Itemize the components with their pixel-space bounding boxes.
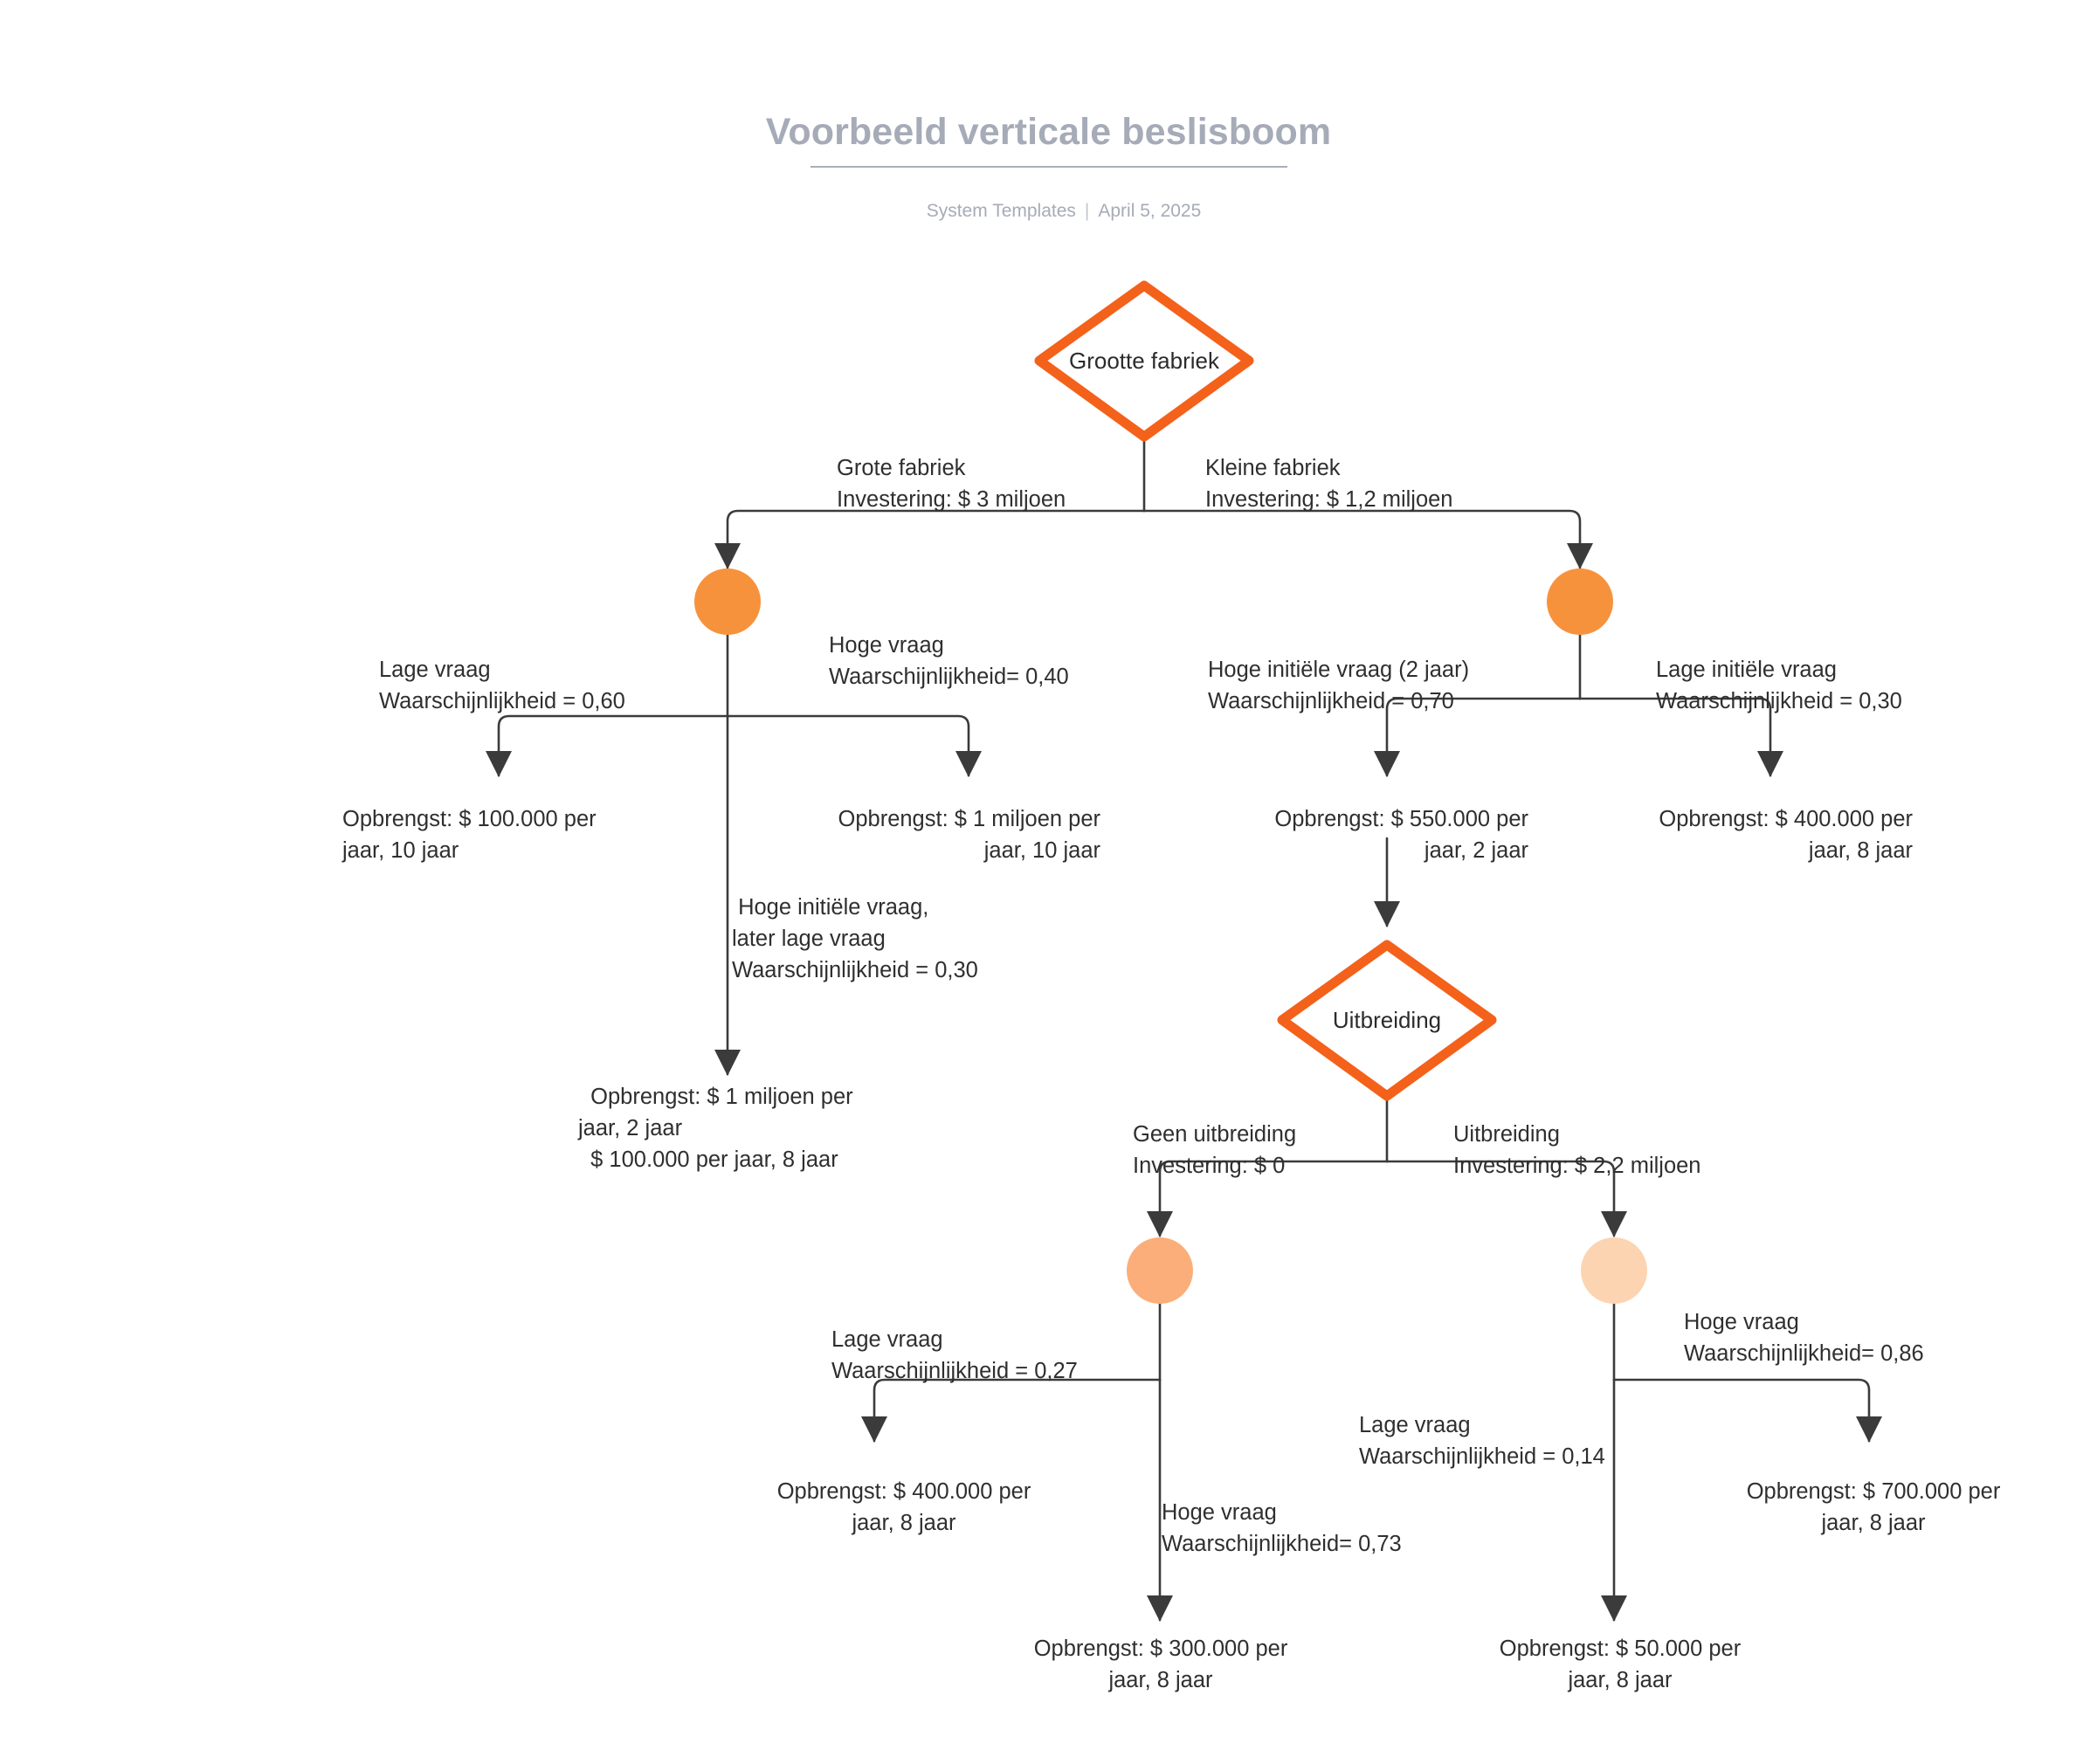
edge-label-small-factory: Kleine fabriek Investering: $ 1,2 miljoe…: [1205, 456, 1453, 512]
outcome-400k-8y-right: Opbrengst: $ 400.000 per jaar, 8 jaar: [1659, 807, 1913, 863]
arrowhead-high-demand-40: [955, 751, 982, 777]
edge-high-demand-86: [1612, 1378, 1871, 1443]
arrowhead-big-factory: [714, 543, 741, 569]
outcome-1m-10y: Opbrengst: $ 1 miljoen per jaar, 10 jaar: [838, 807, 1101, 863]
edge-high-initial-70: [1385, 697, 1582, 777]
edge-low-demand-27: [873, 1378, 1162, 1443]
chance-node-small-factory[interactable]: [1547, 568, 1613, 635]
edge-to-big-factory: [726, 509, 1146, 569]
edge-label-low-demand-27: Lage vraag Waarschijnlijkheid = 0,27: [831, 1327, 1078, 1383]
chance-node-no-expansion[interactable]: [1127, 1237, 1193, 1304]
edge-expansion: [1385, 1160, 1616, 1237]
chance-node-big-factory[interactable]: [694, 568, 761, 635]
outcome-300k-8y: Opbrengst: $ 300.000 per jaar, 8 jaar: [1033, 1637, 1288, 1692]
decision-node-grootte-fabriek-label: Grootte fabriek: [1069, 348, 1219, 374]
edge-low-initial-30: [1578, 697, 1772, 777]
outcome-550k-2y: Opbrengst: $ 550.000 per jaar, 2 jaar: [1274, 807, 1528, 863]
edge-label-high-demand-73: Hoge vraag Waarschijnlijkheid= 0,73: [1162, 1500, 1402, 1556]
edge-label-high-then-low-30: Hoge initiële vraag, later lage vraag Wa…: [732, 895, 978, 982]
arrowhead-low-initial-30: [1757, 751, 1783, 777]
arrowhead-high-then-low-30: [714, 1050, 741, 1076]
decision-node-uitbreiding-label: Uitbreiding: [1332, 1007, 1442, 1033]
edge-no-expansion: [1158, 1160, 1389, 1237]
decision-node-uitbreiding[interactable]: [1277, 940, 1497, 1101]
decision-node-grootte-fabriek[interactable]: [1034, 280, 1254, 442]
edge-label-low-demand-60: Lage vraag Waarschijnlijkheid = 0,60: [379, 658, 625, 713]
document-header: Voorbeeld verticale beslisboom System Te…: [0, 110, 2097, 243]
outcome-50k-8y: Opbrengst: $ 50.000 per jaar, 8 jaar: [1499, 1637, 1742, 1692]
chance-node-expansion[interactable]: [1581, 1237, 1647, 1304]
arrowhead-high-initial-70: [1374, 751, 1400, 777]
arrowhead-low-demand-60: [486, 751, 512, 777]
arrowhead-uitbreiding: [1374, 901, 1400, 927]
arrowhead-no-expansion: [1147, 1211, 1173, 1237]
edge-low-demand-60: [497, 714, 729, 777]
document-source: System Templates: [926, 200, 1076, 221]
edge-to-small-factory: [1142, 509, 1582, 569]
page-title: Voorbeeld verticale beslisboom: [765, 111, 1332, 153]
outcome-700k-8y: Opbrengst: $ 700.000 per jaar, 8 jaar: [1746, 1479, 2001, 1535]
edge-label-big-factory: Grote fabriek Investering: $ 3 miljoen: [837, 456, 1066, 512]
edge-label-expansion: Uitbreiding Investering: $ 2,2 miljoen: [1453, 1122, 1701, 1178]
edge-label-low-demand-14: Lage vraag Waarschijnlijkheid = 0,14: [1359, 1413, 1605, 1469]
arrowhead-high-demand-86: [1856, 1416, 1882, 1443]
edge-arrowheads: [486, 543, 1882, 1622]
edge-label-high-demand-86: Hoge vraag Waarschijnlijkheid= 0,86: [1684, 1310, 1924, 1366]
subtitle-separator: |: [1084, 200, 1090, 221]
outcome-100k-10y: Opbrengst: $ 100.000 per jaar, 10 jaar: [342, 807, 597, 863]
edge-label-high-demand-40: Hoge vraag Waarschijnlijkheid= 0,40: [829, 633, 1069, 689]
arrowhead-low-demand-27: [861, 1416, 887, 1443]
arrowhead-small-factory: [1567, 543, 1593, 569]
document-subtitle: System Templates | April 5, 2025: [0, 180, 2097, 243]
edge-label-high-initial-70: Hoge initiële vraag (2 jaar) Waarschijnl…: [1208, 658, 1470, 713]
arrowhead-low-demand-14: [1601, 1595, 1627, 1622]
edge-label-low-initial-30: Lage initiële vraag Waarschijnlijkheid =…: [1656, 658, 1902, 713]
arrowhead-high-demand-73: [1147, 1595, 1173, 1622]
outcome-1m-2y-100k-8y: Opbrengst: $ 1 miljoen per jaar, 2 jaar …: [578, 1085, 853, 1172]
arrowhead-expansion: [1601, 1211, 1627, 1237]
document-date: April 5, 2025: [1098, 200, 1202, 221]
edge-label-no-expansion: Geen uitbreiding Investering: $ 0: [1133, 1122, 1297, 1178]
title-divider: [810, 165, 1287, 168]
edge-high-demand-40: [726, 714, 970, 777]
outcome-400k-8y-bottom: Opbrengst: $ 400.000 per jaar, 8 jaar: [776, 1479, 1031, 1535]
